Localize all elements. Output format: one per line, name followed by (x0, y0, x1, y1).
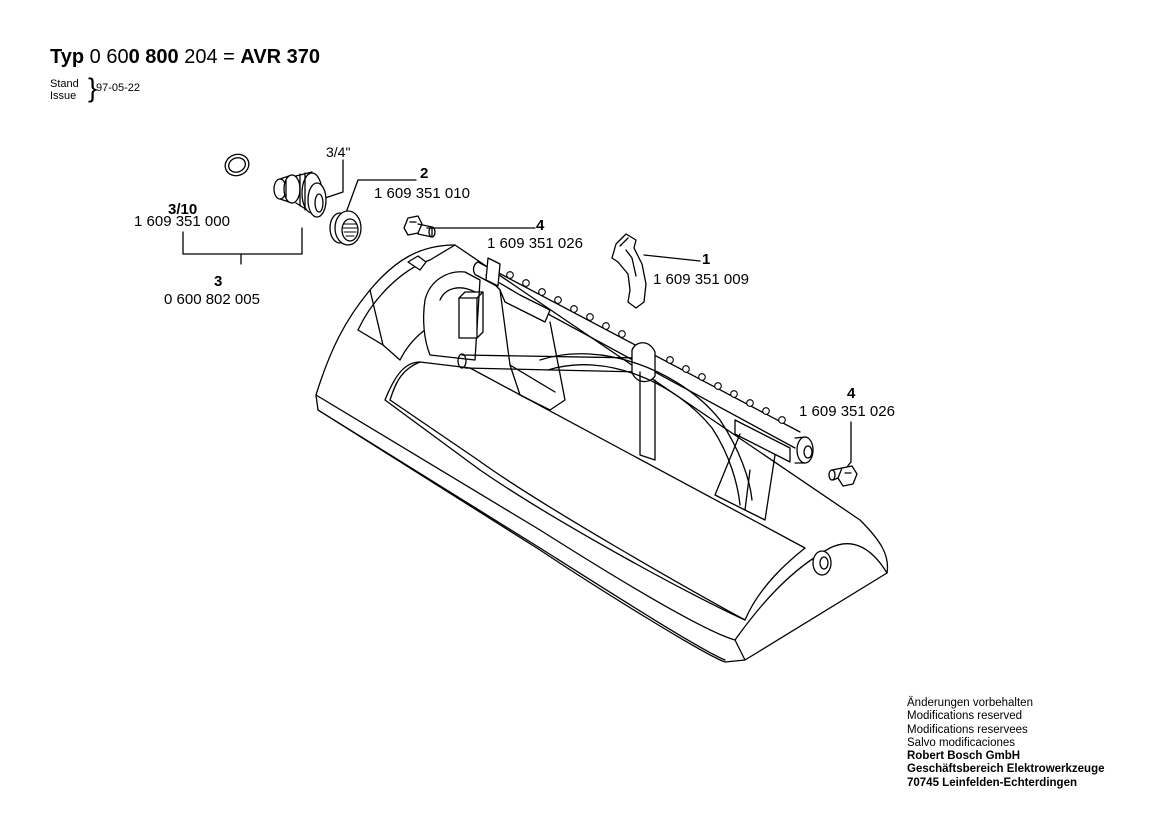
o-ring-part (224, 153, 250, 177)
issue-label: Issue (50, 90, 77, 102)
footer-line-fr: Modifications reservees (907, 723, 1028, 736)
footer-line-en: Modifications reserved (907, 710, 1023, 723)
sprinkler-oscillator-mechanism (407, 255, 814, 521)
filter-cap-part (329, 210, 362, 246)
label-thread-size: 3/4" (326, 144, 350, 160)
page-title: Typ 0 600 800 204 = AVR 370 (50, 46, 320, 69)
footer-line-de: Änderungen vorbehalten (907, 697, 1033, 709)
label-part-310-number: 3/10 (168, 201, 197, 218)
label-part-310-code: 1 609 351 000 (134, 213, 230, 230)
footer-address: 70745 Leinfelden-Echterdingen (907, 776, 1077, 789)
leader-part-2 (346, 179, 417, 211)
label-part-1-code: 1 609 351 009 (653, 271, 749, 288)
label-part-3-code: 0 600 802 005 (164, 291, 260, 308)
leader-part-1 (643, 254, 701, 262)
leader-lines (182, 159, 852, 469)
label-part-4a-number: 4 (536, 217, 545, 234)
leader-thread-size (324, 159, 344, 199)
brace-symbol: } (88, 73, 98, 103)
model-name: AVR 370 (240, 46, 321, 68)
typ-prefix: 0 60 (89, 46, 129, 68)
stand-label: Stand (50, 78, 79, 90)
leader-part-4b (845, 421, 852, 469)
bracket-part-3 (182, 227, 303, 255)
issue-date: 97-05-22 (96, 82, 141, 94)
clip-lever-part (611, 233, 647, 309)
screw-part-bottom (828, 465, 858, 487)
typ-label: Typ (50, 46, 85, 68)
label-part-3-number: 3 (214, 273, 222, 290)
label-part-4a-code: 1 609 351 026 (487, 235, 583, 252)
footer-notice: Änderungen vorbehalten Modifications res… (907, 697, 1105, 790)
label-part-4b-code: 1 609 351 026 (799, 403, 895, 420)
typ-mid: 204 = (184, 46, 235, 68)
issue-block: Stand Issue } 97-05-22 (50, 75, 140, 103)
part-labels: 3/4" 2 1 609 351 010 3/10 1 609 351 000 … (134, 144, 895, 420)
footer-line-es: Salvo modificaciones (907, 736, 1016, 749)
label-part-1-number: 1 (702, 251, 710, 268)
hose-connector-part (273, 171, 327, 218)
label-part-2-number: 2 (420, 165, 428, 182)
footer-division: Geschäftsbereich Elektrowerkzeuge (907, 763, 1105, 776)
label-part-4b-number: 4 (847, 385, 856, 402)
typ-bold-number: 0 800 (128, 46, 179, 68)
label-part-2-code: 1 609 351 010 (374, 185, 470, 202)
footer-company: Robert Bosch GmbH (907, 750, 1021, 763)
screw-part-top (403, 215, 436, 238)
